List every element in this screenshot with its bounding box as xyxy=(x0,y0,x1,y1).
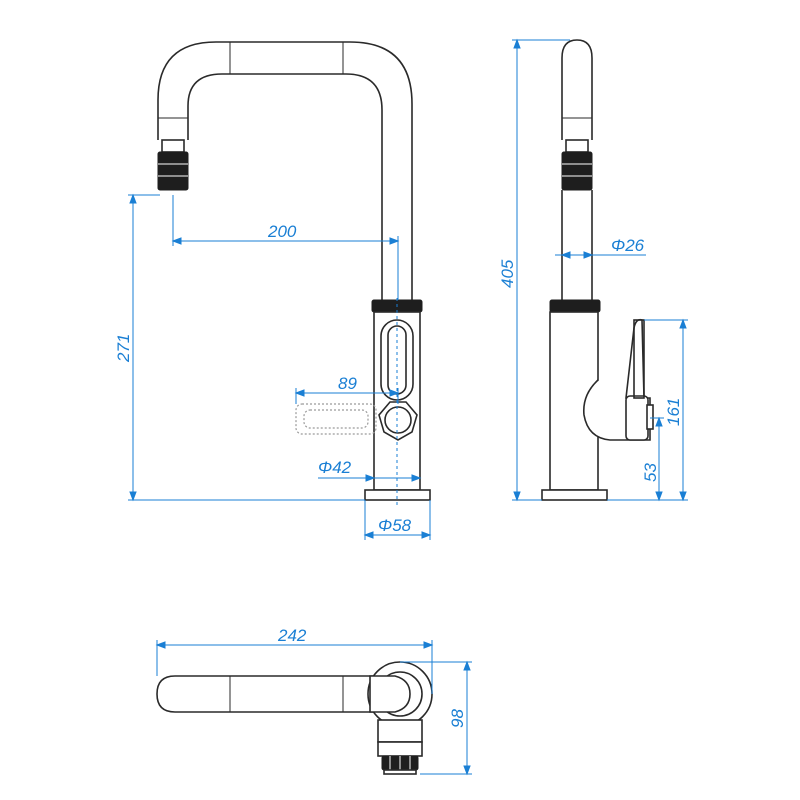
side-aerator-knurl xyxy=(561,151,593,191)
dim-spout-diameter: Φ26 xyxy=(611,236,645,255)
spout-tube-outline xyxy=(157,41,413,300)
top-spout xyxy=(156,675,396,713)
dim-handle-axis-height: 53 xyxy=(641,463,660,482)
top-lever xyxy=(377,719,423,743)
dim-top-length: 242 xyxy=(277,626,307,645)
side-spout-tube xyxy=(561,39,593,140)
top-view: 242 98 xyxy=(155,626,472,776)
dim-top-depth: 98 xyxy=(448,709,467,728)
dim-body-diameter: Φ42 xyxy=(318,458,352,477)
aerator-knurl xyxy=(157,151,189,191)
side-view: 405 Φ26 161 53 xyxy=(498,38,688,502)
dim-handle-swing: 89 xyxy=(338,374,357,393)
aerator-neck xyxy=(161,139,185,153)
dim-total-height: 405 xyxy=(498,259,517,288)
front-view: 200 271 89 Φ42 Φ58 xyxy=(114,41,432,540)
dim-height-to-aerator: 271 xyxy=(114,334,133,363)
side-base xyxy=(541,489,608,501)
dim-base-diameter: Φ58 xyxy=(378,516,412,535)
dim-spout-reach: 200 xyxy=(267,222,297,241)
dim-handle-height: 161 xyxy=(664,398,683,426)
lever-hub-circle xyxy=(384,406,412,434)
handle-swung-position xyxy=(295,403,377,435)
